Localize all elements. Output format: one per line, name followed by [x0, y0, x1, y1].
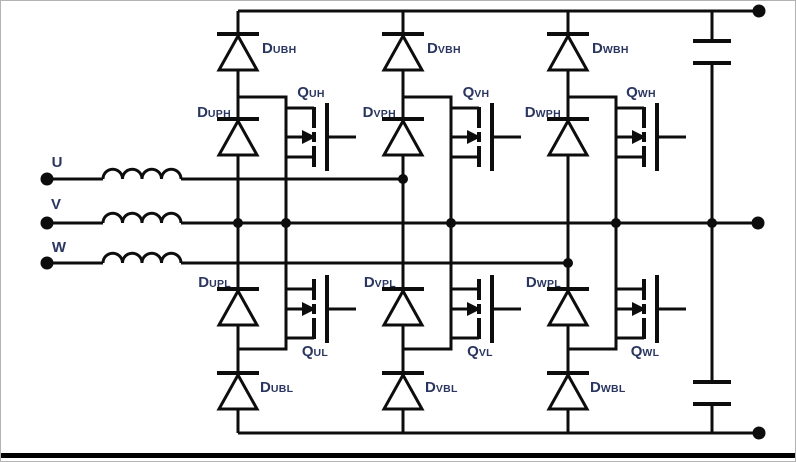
junction-dot	[446, 218, 456, 228]
diode-dupl	[215, 287, 261, 327]
diode-dwbh	[545, 32, 591, 72]
mosfet-qwl	[566, 221, 688, 351]
label-qvh: QVH	[463, 84, 490, 101]
label-dwpl: DWPL	[526, 274, 561, 291]
diode-dubh	[215, 32, 261, 72]
terminal-midpoint	[751, 216, 765, 230]
diode-dwpl	[545, 287, 591, 327]
label-quh: QUH	[297, 84, 324, 101]
label-dvbl: DVBL	[425, 379, 458, 396]
diode-dwbl	[545, 371, 591, 411]
label-dvph: DVPH	[363, 104, 396, 121]
mosfet-qvh	[401, 95, 523, 225]
phase-v-line	[47, 211, 758, 225]
terminal-phase-v	[40, 216, 54, 230]
label-qwl: QWL	[631, 343, 660, 360]
inductor-w	[101, 251, 183, 265]
mosfet-qwh	[566, 95, 688, 225]
phase-v-label: V	[51, 196, 61, 213]
diode-dwph	[545, 117, 591, 157]
phase-u-line	[47, 167, 403, 181]
junction-dot	[707, 218, 717, 228]
label-dupl: DUPL	[198, 274, 231, 291]
label-dwbl: DWBL	[590, 379, 626, 396]
terminal-phase-u	[40, 172, 54, 186]
label-dwph: DWPH	[525, 104, 561, 121]
label-dubl: DUBL	[260, 379, 294, 396]
terminal-dc-plus	[752, 4, 766, 18]
mosfet-quh	[236, 95, 358, 225]
diode-dvbh	[380, 32, 426, 72]
inductor-v	[101, 211, 183, 225]
phase-u-label: U	[52, 154, 63, 171]
phase-w-line	[47, 251, 568, 265]
diode-dvpl	[380, 287, 426, 327]
capacitor-top	[691, 39, 733, 65]
label-dubh: DUBH	[262, 40, 297, 57]
label-dvbh: DVBH	[427, 40, 461, 57]
label-dwbh: DWBH	[592, 40, 629, 57]
label-dvpl: DVPL	[364, 274, 396, 291]
label-duph: DUPH	[197, 104, 231, 121]
figure-bottom-rule	[1, 453, 795, 458]
mosfet-qvl	[401, 221, 523, 351]
mosfet-qul	[236, 221, 358, 351]
terminal-dc-minus	[752, 426, 766, 440]
junction-dot	[398, 174, 408, 184]
label-qul: QUL	[302, 343, 329, 360]
diode-dubl	[215, 371, 261, 411]
diode-duph	[215, 117, 261, 157]
label-qwh: QWH	[626, 84, 656, 101]
phase-w-label: W	[52, 239, 67, 256]
junction-dot	[281, 218, 291, 228]
label-qvl: QVL	[467, 343, 493, 360]
junction-dot	[563, 258, 573, 268]
capacitor-bottom	[691, 380, 733, 406]
diode-dvbl	[380, 371, 426, 411]
junction-dot	[233, 218, 243, 228]
terminal-phase-w	[40, 256, 54, 270]
inductor-u	[101, 167, 183, 181]
junction-dot	[611, 218, 621, 228]
diode-dvph	[380, 117, 426, 157]
